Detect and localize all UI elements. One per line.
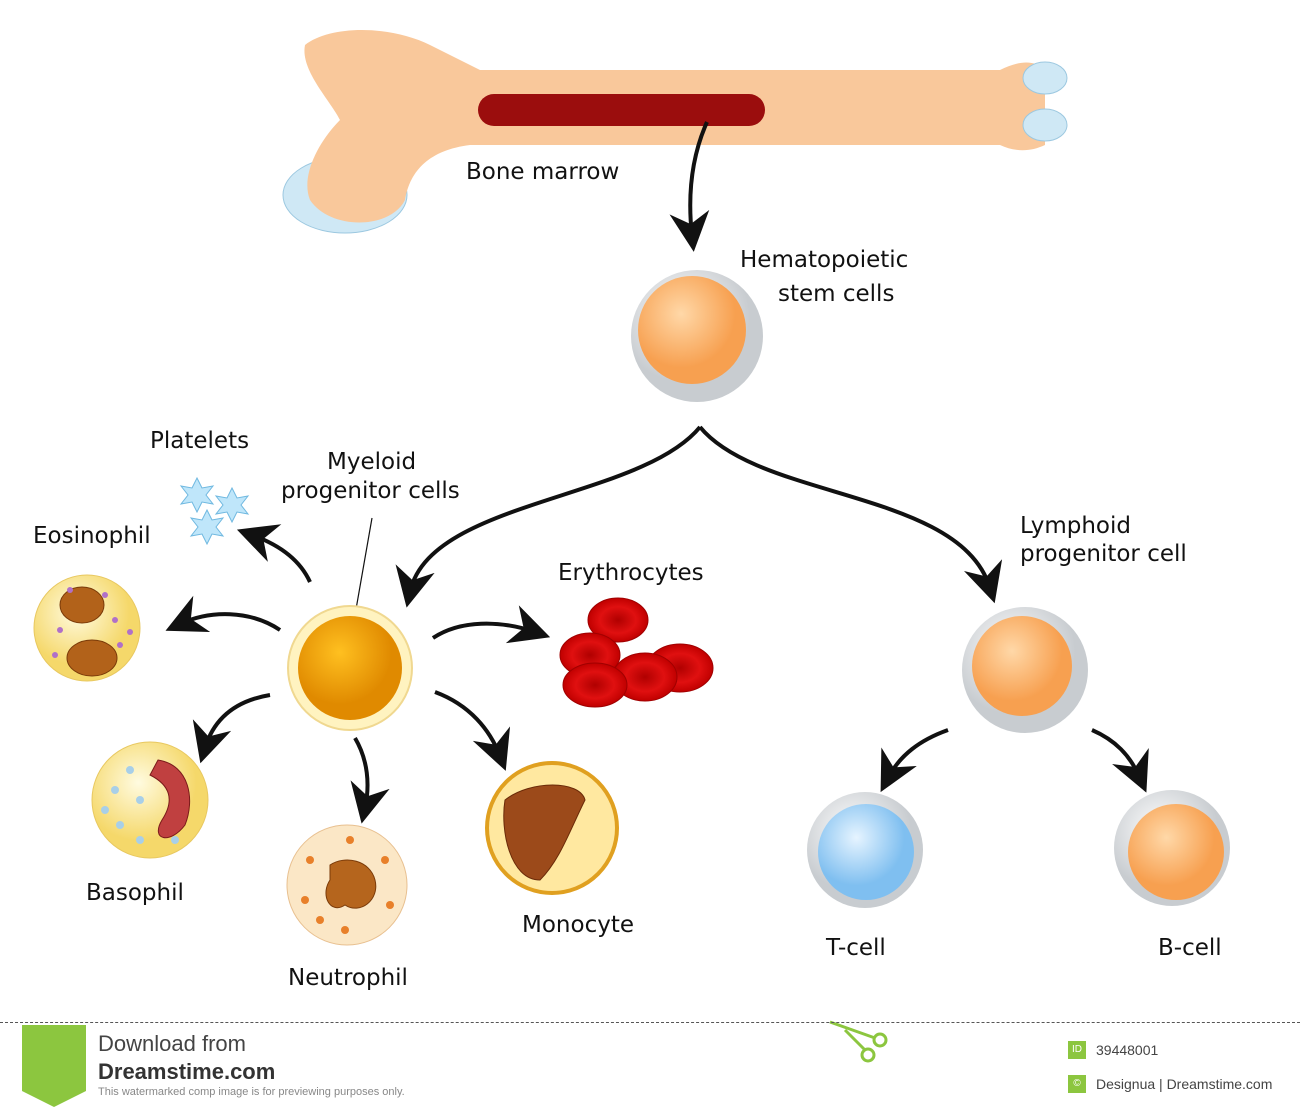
arrow-hsc-to-myeloid	[395, 425, 702, 608]
label-lymphoid-line1: Lymphoid	[1020, 513, 1131, 539]
id-badge-icon: ID	[1068, 1041, 1086, 1059]
label-hsc-line1: Hematopoietic	[740, 247, 909, 273]
b-cell	[1114, 790, 1230, 906]
hematopoietic-stem-cell	[631, 270, 763, 402]
footer-credit: Designua | Dreamstime.com	[1096, 1076, 1273, 1092]
label-platelets: Platelets	[150, 428, 250, 454]
basophil-cell	[91, 741, 209, 859]
footer-download-from: Download from	[98, 1031, 246, 1056]
footer-site-link[interactable]: Dreamstime.com	[98, 1059, 276, 1084]
label-t-cell: T-cell	[826, 935, 886, 961]
watermark-footer: Download from Dreamstime.com This waterm…	[0, 1022, 1300, 1113]
scissors-icon	[829, 1020, 888, 1063]
label-myeloid-line2: progenitor cells	[281, 478, 460, 504]
bone-marrow-region	[478, 94, 765, 126]
arrow-marrow-to-hsc	[669, 121, 710, 252]
arrow-to-erythrocytes	[431, 605, 551, 644]
label-myeloid-line1: Myeloid	[327, 449, 417, 475]
arrow-to-t-cell	[880, 728, 949, 793]
label-lymphoid-line2: progenitor cell	[1020, 541, 1187, 567]
monocyte-cell	[485, 761, 619, 895]
label-eosinophil: Eosinophil	[33, 523, 151, 549]
footer-image-id: 39448001	[1096, 1042, 1159, 1058]
footer-notice: This watermarked comp image is for previ…	[98, 1086, 405, 1098]
bone-illustration	[282, 30, 1068, 234]
erythrocytes-cluster	[559, 597, 714, 708]
label-monocyte: Monocyte	[522, 912, 634, 938]
arrow-to-monocyte	[434, 690, 511, 771]
label-erythrocytes: Erythrocytes	[558, 560, 704, 586]
label-bone-marrow: Bone marrow	[466, 159, 620, 185]
neutrophil-cell	[286, 824, 408, 946]
myeloid-progenitor-cell	[287, 605, 413, 731]
label-b-cell: B-cell	[1158, 935, 1222, 961]
copyright-icon: ©	[1068, 1075, 1086, 1093]
dreamstime-logo-icon	[22, 1025, 86, 1107]
label-hsc-line2: stem cells	[778, 281, 895, 307]
label-neutrophil: Neutrophil	[288, 965, 408, 991]
label-basophil: Basophil	[86, 880, 184, 906]
arrow-to-b-cell	[1091, 728, 1149, 793]
lymphoid-progenitor-cell	[962, 607, 1088, 733]
myeloid-pointer-line	[354, 517, 373, 616]
t-cell	[807, 792, 923, 908]
arrow-to-basophil	[192, 693, 271, 764]
arrow-to-neutrophil	[350, 736, 390, 824]
arrow-hsc-to-lymphoid	[698, 425, 1003, 604]
eosinophil-cell	[33, 574, 141, 682]
arrow-to-platelets	[236, 524, 312, 583]
arrow-to-eosinophil	[165, 595, 282, 632]
platelets	[179, 476, 250, 546]
